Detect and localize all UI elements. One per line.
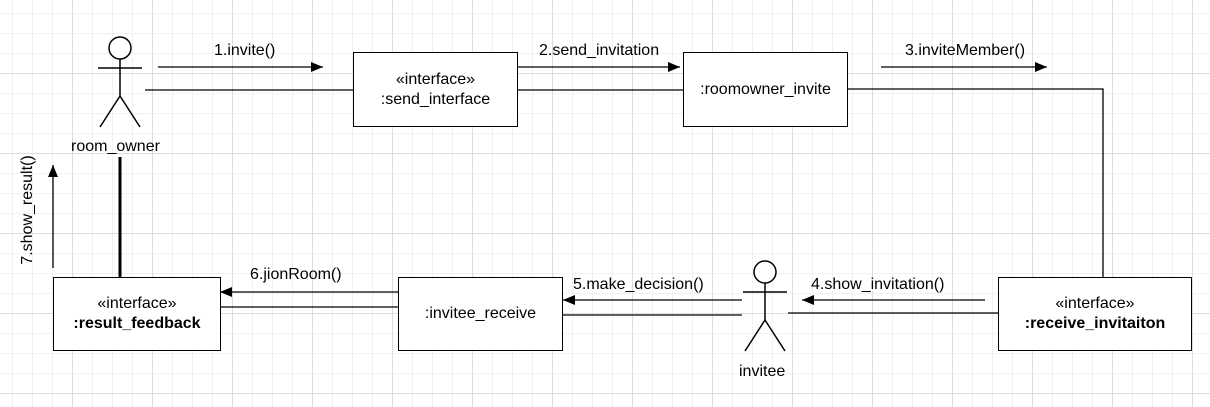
message-label-1: 1.invite(): [214, 42, 276, 59]
send-interface-name: :send_interface: [380, 90, 491, 108]
message-label-6: 6.jionRoom(): [250, 266, 342, 283]
send-interface-box: «interface» :send_interface: [353, 52, 518, 127]
message-label-4: 4.show_invitation(): [811, 276, 945, 293]
result-feedback-stereotype: «interface»: [97, 295, 177, 312]
roomowner-invite-name: :roomowner_invite: [700, 80, 831, 98]
receive-invitation-name: :receive_invitaiton: [1024, 315, 1166, 332]
message-arrows: [48, 62, 1047, 305]
association-links: [118, 88, 1104, 316]
receive-invitation-stereotype: «interface»: [1055, 295, 1135, 312]
invitee-receive-name: :invitee_receive: [424, 305, 537, 322]
result-feedback-box: «interface» :result_feedback: [53, 277, 221, 351]
message-label-7: 7.show_result(): [19, 155, 36, 265]
invitee-stick-figure: [743, 260, 787, 352]
receive-invitation-box: «interface» :receive_invitaiton: [998, 277, 1192, 351]
actor-label-invitee: invitee: [739, 363, 786, 380]
send-interface-stereotype: «interface»: [395, 70, 476, 88]
room-owner-stick-figure: [98, 36, 142, 128]
actor-label-room-owner: room_owner: [71, 138, 160, 155]
message-label-5: 5.make_decision(): [573, 276, 704, 293]
roomowner-invite-box: :roomowner_invite: [683, 52, 848, 127]
message-label-2: 2.send_invitation: [539, 42, 660, 59]
invitee-receive-box: :invitee_receive: [398, 277, 563, 351]
message-label-3: 3.inviteMember(): [905, 42, 1026, 59]
result-feedback-name: :result_feedback: [73, 315, 201, 332]
